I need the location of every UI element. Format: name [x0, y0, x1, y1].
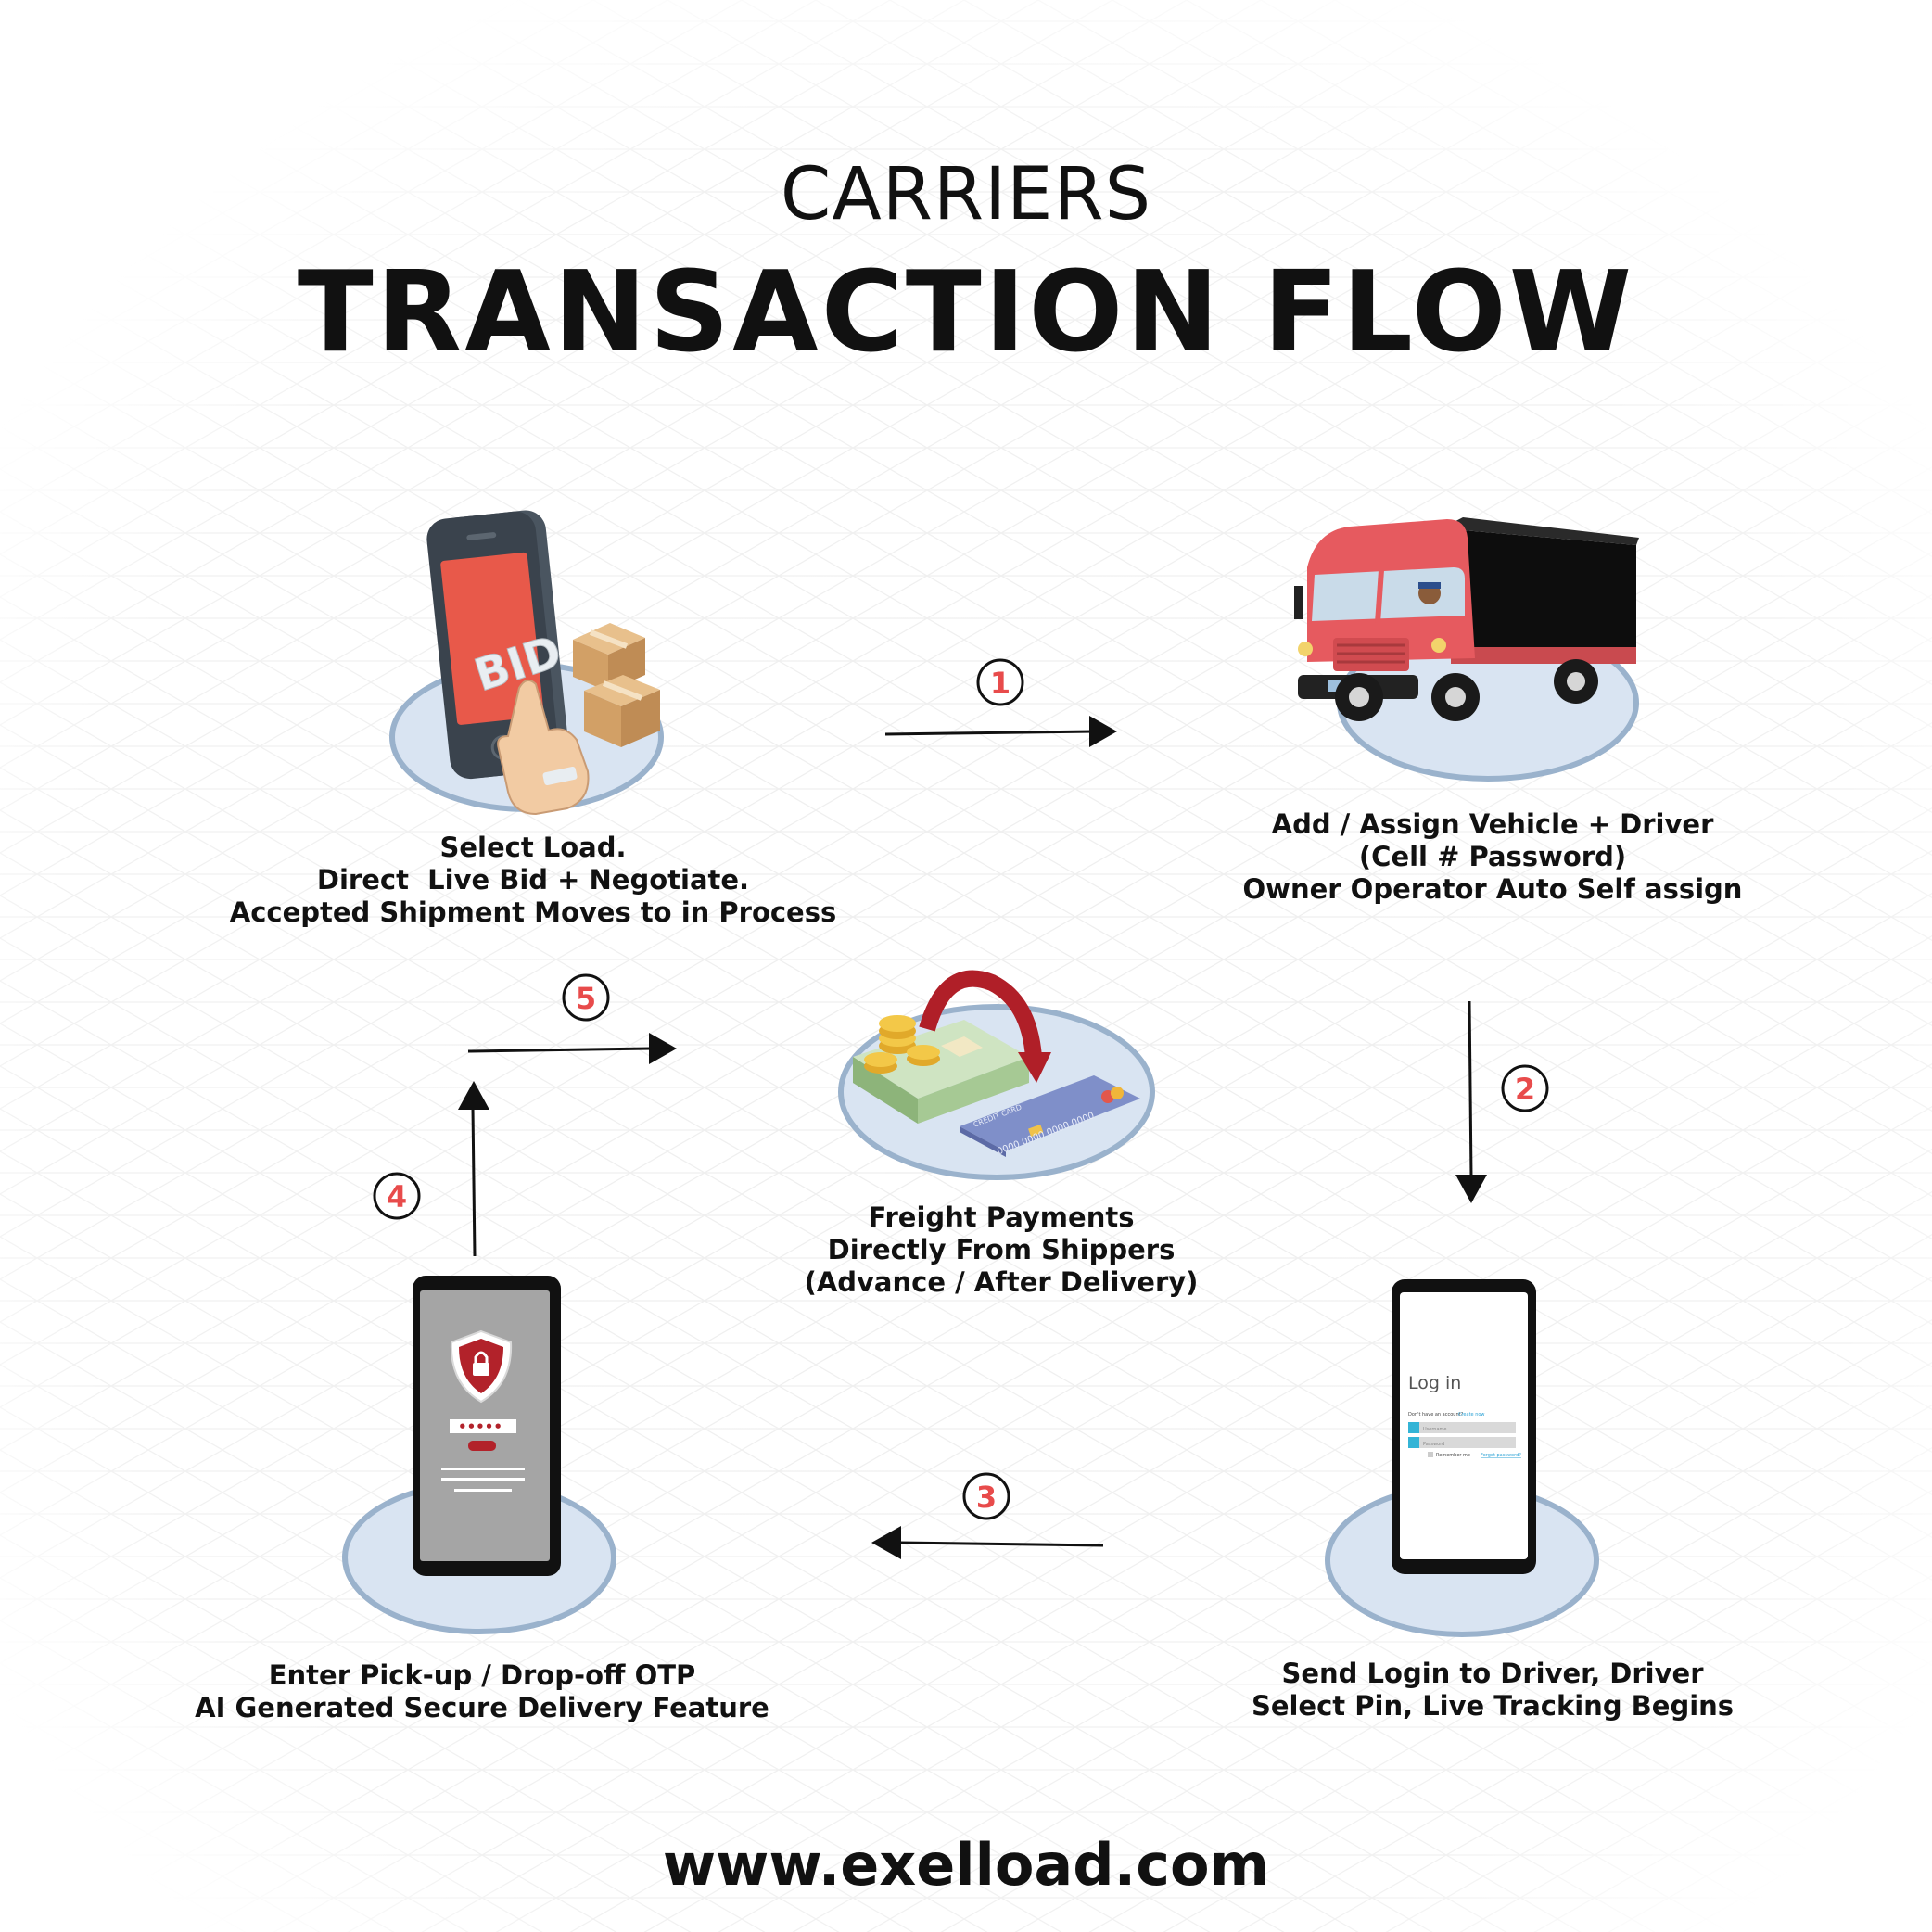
login-phone-illustration: Log in Don't have an account? Create now…	[1325, 1279, 1599, 1637]
truck-illustration	[1294, 517, 1639, 782]
website-url[interactable]: www.exelload.com	[662, 1831, 1270, 1899]
step-number-badge	[562, 973, 610, 1022]
create-account-link[interactable]: Create now	[1458, 1412, 1485, 1417]
truck-wheels	[1335, 659, 1598, 721]
arrow-4: 4	[373, 1081, 489, 1257]
caption-line: (Cell # Password)	[1358, 841, 1627, 872]
arrow-2: 2	[1455, 1000, 1549, 1203]
credit-card-icon	[960, 1075, 1140, 1157]
caption-line: Direct Live Bid + Negotiate.	[316, 864, 750, 896]
caption-line: Select Load.	[439, 832, 627, 863]
caption-line: Send Login to Driver, Driver	[1281, 1658, 1704, 1689]
step-number: 3	[976, 1480, 997, 1515]
password-placeholder: Password	[1423, 1442, 1444, 1447]
payments-illustration: CREDIT CARD 0000 0000 0000 0000	[838, 970, 1155, 1180]
caption-line: (Advance / After Delivery)	[804, 1266, 1199, 1298]
caption-line: AI Generated Secure Delivery Feature	[195, 1692, 769, 1723]
pointing-hand-icon	[497, 679, 590, 816]
remember-checkbox[interactable]	[1428, 1452, 1433, 1457]
caption-line: Owner Operator Auto Self assign	[1242, 873, 1743, 905]
step-assign-vehicle-caption: Add / Assign Vehicle + Driver (Cell # Pa…	[1205, 808, 1780, 906]
step-number: 2	[1515, 1072, 1535, 1107]
caption-line: Accepted Shipment Moves to in Process	[229, 896, 837, 928]
step-number-badge	[1501, 1064, 1549, 1112]
shield-lock-icon	[450, 1329, 513, 1404]
step-number-badge	[962, 1472, 1010, 1520]
arrow-5: 5	[467, 973, 677, 1064]
caption-line: Select Pin, Live Tracking Begins	[1251, 1690, 1735, 1722]
caption-line: Add / Assign Vehicle + Driver	[1271, 808, 1714, 840]
otp-pin-field[interactable]	[450, 1419, 516, 1433]
step-number-badge	[976, 658, 1024, 706]
caption-line: Directly From Shippers	[827, 1234, 1176, 1265]
remember-label: Remember me	[1436, 1453, 1470, 1458]
step-select-load-caption: Select Load. Direct Live Bid + Negotiate…	[222, 832, 844, 929]
cash-stack-icon	[853, 1020, 1029, 1124]
caption-line: Enter Pick-up / Drop-off OTP	[268, 1659, 696, 1691]
otp-submit-button[interactable]	[468, 1441, 496, 1451]
transfer-arrow-icon	[919, 970, 1051, 1083]
step-payments-caption: Freight Payments Directly From Shippers …	[742, 1201, 1261, 1299]
cardboard-boxes-icon	[573, 623, 660, 747]
step-number-badge	[373, 1172, 421, 1220]
login-title: Log in	[1408, 1373, 1461, 1393]
caption-line: Freight Payments	[868, 1201, 1135, 1233]
create-account-prompt: Don't have an account?	[1408, 1412, 1464, 1417]
otp-phone-illustration: •••••	[342, 1276, 616, 1634]
step-number: 4	[387, 1179, 407, 1214]
step-send-login-caption: Send Login to Driver, Driver Select Pin,…	[1214, 1658, 1771, 1722]
step-number: 1	[990, 666, 1010, 701]
forgot-password-link[interactable]: Forgot password?	[1481, 1453, 1521, 1458]
subtitle-carriers: CARRIERS	[780, 153, 1152, 236]
username-field[interactable]	[1408, 1422, 1516, 1433]
step-otp-caption: Enter Pick-up / Drop-off OTP AI Generate…	[185, 1659, 779, 1724]
step-number: 5	[576, 981, 596, 1016]
username-placeholder: Username	[1423, 1427, 1447, 1432]
arrow-1: 1	[884, 658, 1117, 747]
coins-icon	[864, 1015, 940, 1074]
arrow-3: 3	[871, 1472, 1104, 1559]
bid-phone-illustration: BID	[389, 510, 664, 816]
password-field[interactable]	[1408, 1437, 1516, 1448]
page-title: TRANSACTION FLOW	[297, 248, 1635, 377]
otp-pin-mask: •••••	[458, 1418, 502, 1435]
